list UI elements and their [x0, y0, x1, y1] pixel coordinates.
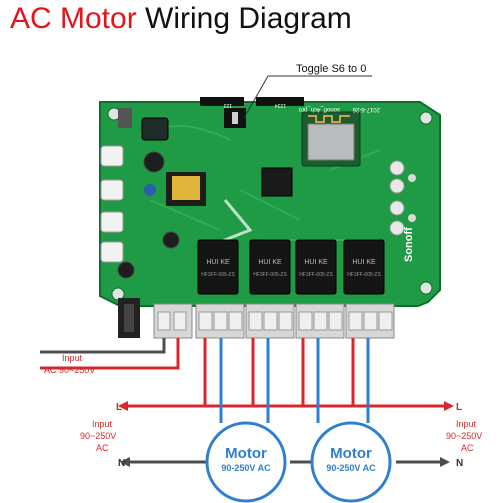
right-input-line3: AC — [461, 443, 474, 453]
power-input-label: Input AC 90~250V — [44, 353, 95, 375]
left-l-arrow — [118, 401, 128, 411]
callout-toggle-s6: Toggle S6 to 0 — [296, 63, 366, 75]
silk-model: sonoff_4ch_pro — [298, 106, 340, 112]
relay-2-spec: HF3FF-005-ZS — [253, 272, 287, 278]
terminal-block-power — [153, 303, 193, 339]
title-ac-motor: AC Motor — [10, 2, 137, 35]
left-input-line1: Input — [92, 419, 113, 429]
silk-dip-1: 123 — [223, 102, 232, 108]
left-input-label: Input 90~250V AC — [80, 419, 116, 453]
s6-callout: Toggle S6 to 0 — [243, 63, 372, 119]
motor-2-rating: 90-250V AC — [326, 463, 376, 473]
right-n-arrow — [440, 457, 450, 467]
relay-1-label: HUI KE — [206, 259, 230, 266]
relay-2-label: HUI KE — [258, 259, 282, 266]
terminal-blocks — [153, 303, 395, 339]
power-input-line2: AC 90~250V — [44, 365, 95, 375]
power-input-wires — [40, 338, 180, 370]
motor-2: Motor 90-250V AC — [310, 421, 392, 503]
right-input-label: Input 90~250V AC — [446, 419, 482, 453]
relay-3-spec: HF3FF-005-ZS — [299, 272, 333, 278]
relay-3-label: HUI KE — [304, 259, 328, 266]
silk-dip-2: 1234 — [275, 102, 286, 108]
terminal-block-4 — [345, 303, 395, 339]
terminal-block-3 — [295, 303, 345, 339]
right-n-label: N — [456, 458, 463, 469]
left-l-label: L — [116, 402, 122, 413]
left-push-buttons — [100, 145, 124, 263]
left-n-arrow — [120, 457, 130, 467]
motor-1-rating: 90-250V AC — [221, 463, 271, 473]
right-input-line1: Input — [456, 419, 477, 429]
left-n-label: N — [118, 458, 125, 469]
title-wiring-diagram: Wiring Diagram — [145, 2, 352, 35]
motor-1-name: Motor — [225, 445, 267, 462]
right-input-line2: 90~250V — [446, 431, 482, 441]
motor-1-ring — [205, 421, 287, 503]
transformer — [166, 172, 206, 206]
power-input-line1: Input — [62, 353, 83, 363]
relay-4-spec: HF3FF-005-ZS — [347, 272, 381, 278]
wifi-module — [301, 111, 361, 167]
right-l-label: L — [456, 402, 462, 413]
relays: HUI KE HUI KE HUI KE HUI KE HF3FF-005-ZS… — [197, 239, 385, 295]
motor-2-name: Motor — [330, 445, 372, 462]
status-leds — [389, 160, 416, 236]
motor-wires — [219, 338, 370, 423]
relay-1-spec: HF3FF-005-ZS — [201, 272, 235, 278]
line-wire-l — [128, 338, 444, 408]
left-input-line3: AC — [96, 443, 109, 453]
terminal-block-1 — [195, 303, 245, 339]
page-title: AC Motor Wiring Diagram — [10, 2, 352, 36]
silk-date: 2017-6-26 — [352, 106, 380, 112]
terminal-block-2 — [245, 303, 295, 339]
relay-4-label: HUI KE — [352, 259, 376, 266]
pcb-board: HUI KE HUI KE HUI KE HUI KE HF3FF-005-ZS… — [99, 97, 441, 338]
mcu-chip — [261, 167, 293, 197]
motor-1: Motor 90-250V AC — [205, 421, 287, 503]
right-l-arrow — [444, 401, 454, 411]
brand-silkscreen: Sonoff — [403, 227, 415, 262]
motor-2-ring — [310, 421, 392, 503]
left-input-line2: 90~250V — [80, 431, 116, 441]
arrows — [118, 401, 454, 467]
